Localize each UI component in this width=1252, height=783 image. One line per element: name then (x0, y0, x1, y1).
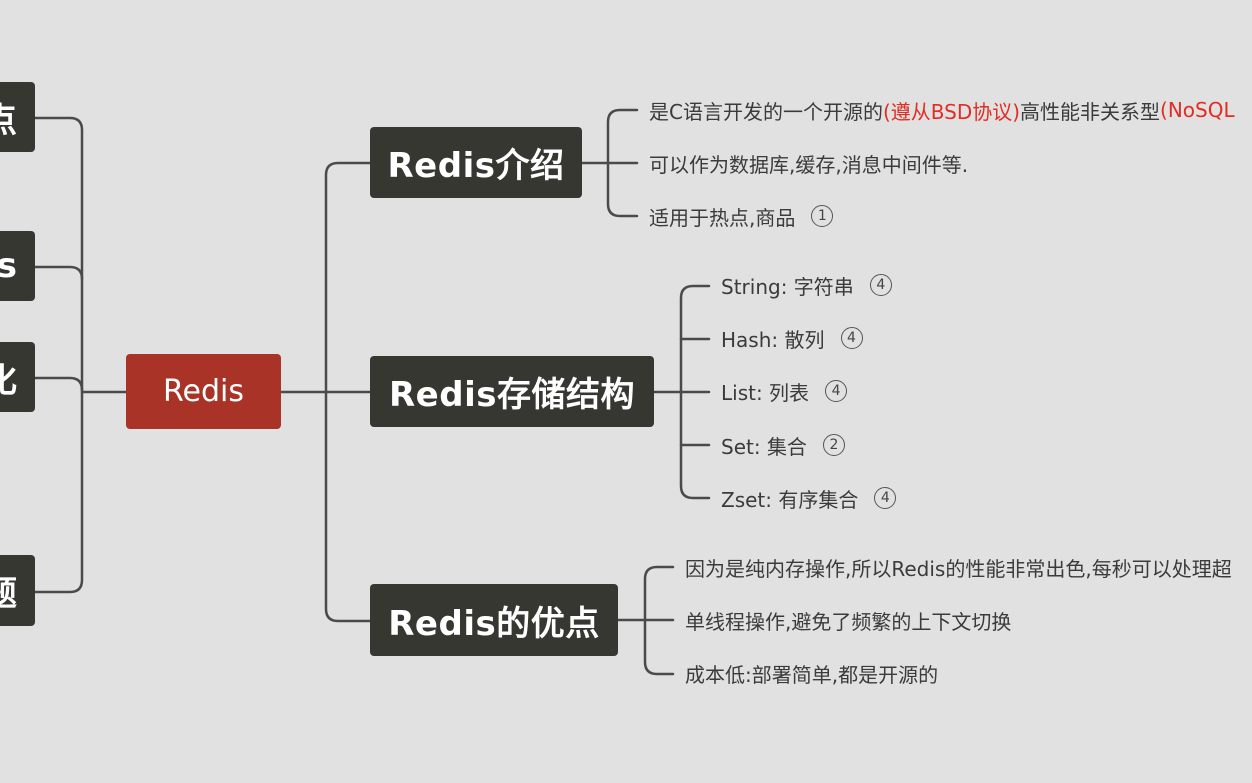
leaf-text: 因为是纯内存操作,所以Redis的性能非常出色,每秒可以处理超 (685, 556, 1232, 581)
branch-node-structure[interactable]: Redis存储结构 (370, 356, 654, 427)
leaf-structure-zset[interactable]: Zset: 有序集合 4 (721, 483, 897, 513)
left-node[interactable]: 化 (0, 342, 35, 412)
leaf-text: 可以作为数据库,缓存,消息中间件等. (649, 152, 969, 177)
leaf-text: Zset: 有序集合 (721, 487, 859, 512)
leaf-text: Hash: 散列 (721, 327, 825, 352)
branch-label: Redis的优点 (388, 603, 600, 644)
leaf-intro-1[interactable]: 是C语言开发的一个开源的(遵从BSD协议)高性能非关系型(NoSQL (649, 95, 1235, 125)
branch-label: Redis存储结构 (389, 375, 635, 415)
connector-left (33, 376, 84, 392)
left-node[interactable]: 点 (0, 82, 35, 152)
left-node-label: 题 (0, 566, 17, 615)
leaf-text: Set: 集合 (721, 434, 807, 459)
leaf-structure-list[interactable]: List: 列表 4 (721, 376, 848, 406)
connector-root (324, 161, 372, 623)
left-node[interactable]: s (0, 231, 35, 301)
leaf-text: String: 字符串 (721, 274, 854, 299)
branch-label: Redis介绍 (387, 146, 565, 186)
leaf-text: List: 列表 (721, 380, 810, 405)
leaf-advantage-2[interactable]: 单线程操作,避免了频繁的上下文切换 (685, 605, 1011, 635)
leaf-structure-string[interactable]: String: 字符串 4 (721, 270, 892, 300)
leaf-intro-3[interactable]: 适用于热点,商品 1 (649, 201, 834, 231)
leaf-advantage-1[interactable]: 因为是纯内存操作,所以Redis的性能非常出色,每秒可以处理超 (685, 552, 1232, 582)
branch-node-intro[interactable]: Redis介绍 (370, 127, 582, 198)
left-node[interactable]: 题 (0, 555, 35, 626)
leaf-structure-set[interactable]: Set: 集合 2 (721, 430, 845, 460)
leaf-intro-2[interactable]: 可以作为数据库,缓存,消息中间件等. (649, 148, 968, 178)
left-node-label: 化 (0, 353, 17, 402)
leaf-text: 单线程操作,避免了频繁的上下文切换 (685, 609, 1012, 634)
leaf-text: 适用于热点,商品 (649, 205, 796, 230)
left-node-label: s (0, 246, 17, 286)
leaf-advantage-3[interactable]: 成本低:部署简单,都是开源的 (685, 658, 938, 688)
count-badge[interactable]: 1 (811, 205, 834, 227)
connector-left (33, 116, 84, 594)
leaf-highlight: (遵从BSD协议) (882, 99, 1021, 124)
root-node[interactable]: Redis (126, 354, 281, 429)
connector-left (33, 265, 84, 281)
count-badge[interactable]: 4 (874, 487, 897, 509)
leaf-text: 高性能非关系型 (1020, 99, 1161, 124)
branch-node-advantages[interactable]: Redis的优点 (370, 584, 618, 656)
count-badge[interactable]: 4 (825, 380, 848, 402)
count-badge[interactable]: 2 (822, 434, 845, 456)
count-badge[interactable]: 4 (840, 327, 863, 349)
root-label: Redis (163, 374, 244, 409)
leaf-structure-hash[interactable]: Hash: 散列 4 (721, 323, 863, 353)
leaf-text: 成本低:部署简单,都是开源的 (685, 662, 939, 687)
count-badge[interactable]: 4 (869, 274, 892, 296)
leaf-highlight: (NoSQL (1160, 98, 1235, 122)
leaf-text: 是C语言开发的一个开源的 (649, 99, 883, 124)
left-node-label: 点 (0, 93, 17, 142)
